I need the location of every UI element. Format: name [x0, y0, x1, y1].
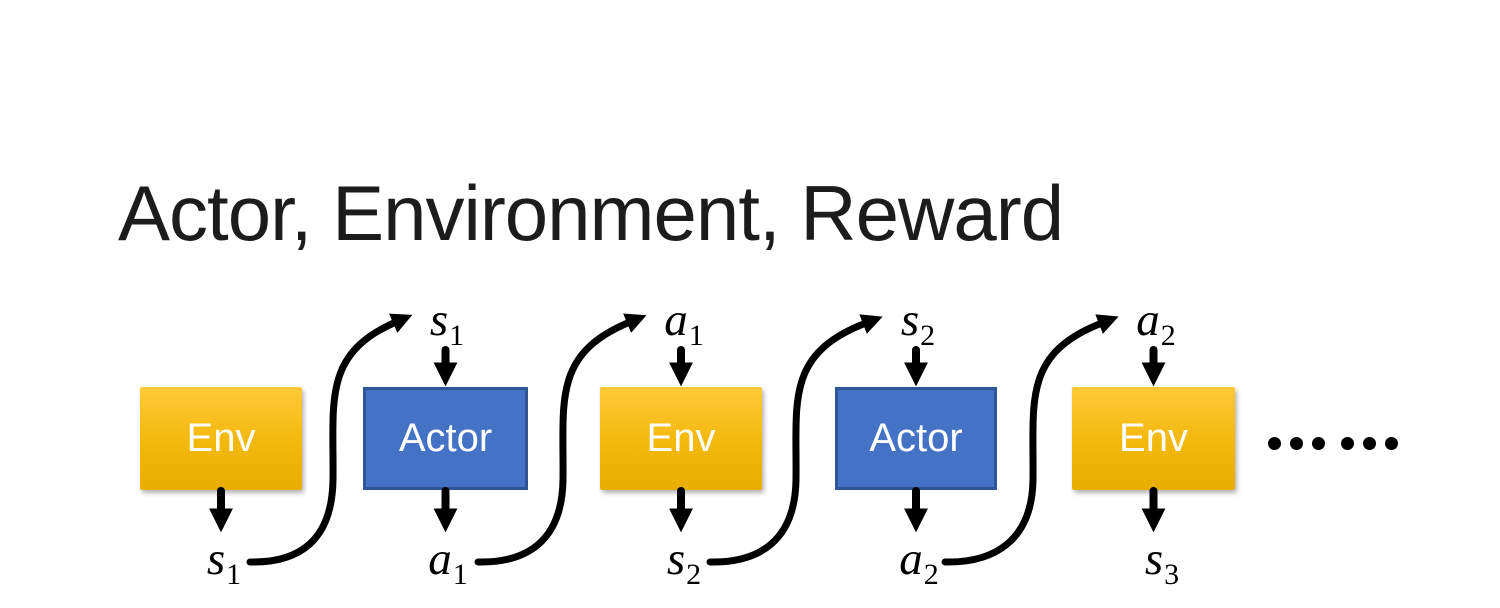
actor-box-2: Actor — [835, 387, 997, 490]
label-a1-bottom: a1 — [428, 533, 468, 591]
label-a2-bottom: a2 — [899, 533, 939, 591]
ellipsis-icon — [1268, 437, 1407, 450]
dot — [1290, 437, 1303, 450]
label-s1-top: s1 — [429, 294, 465, 352]
dot — [1312, 437, 1325, 450]
slide-title: Actor, Environment, Reward — [118, 169, 1064, 258]
dot — [1341, 437, 1354, 450]
actor-box-1-label: Actor — [398, 416, 493, 460]
dot — [1268, 437, 1281, 450]
env-box-1-label: Env — [186, 416, 256, 460]
env-box-2-label: Env — [646, 416, 716, 460]
dot — [1385, 437, 1398, 450]
label-s2-bottom: s2 — [666, 533, 702, 591]
label-s1-bottom: s1 — [206, 533, 242, 591]
actor-box-2-label: Actor — [869, 416, 963, 460]
dot — [1363, 437, 1376, 450]
env-box-3-label: Env — [1119, 416, 1188, 460]
label-s2-top: s2 — [900, 294, 936, 352]
env-box-3: Env — [1072, 387, 1235, 490]
label-a2-top: a2 — [1136, 294, 1176, 352]
actor-box-1: Actor — [363, 387, 528, 490]
env-box-1: Env — [140, 387, 302, 490]
label-s3-bottom: s3 — [1144, 533, 1180, 591]
env-box-2: Env — [600, 387, 762, 490]
label-a1-top: a1 — [664, 294, 704, 352]
